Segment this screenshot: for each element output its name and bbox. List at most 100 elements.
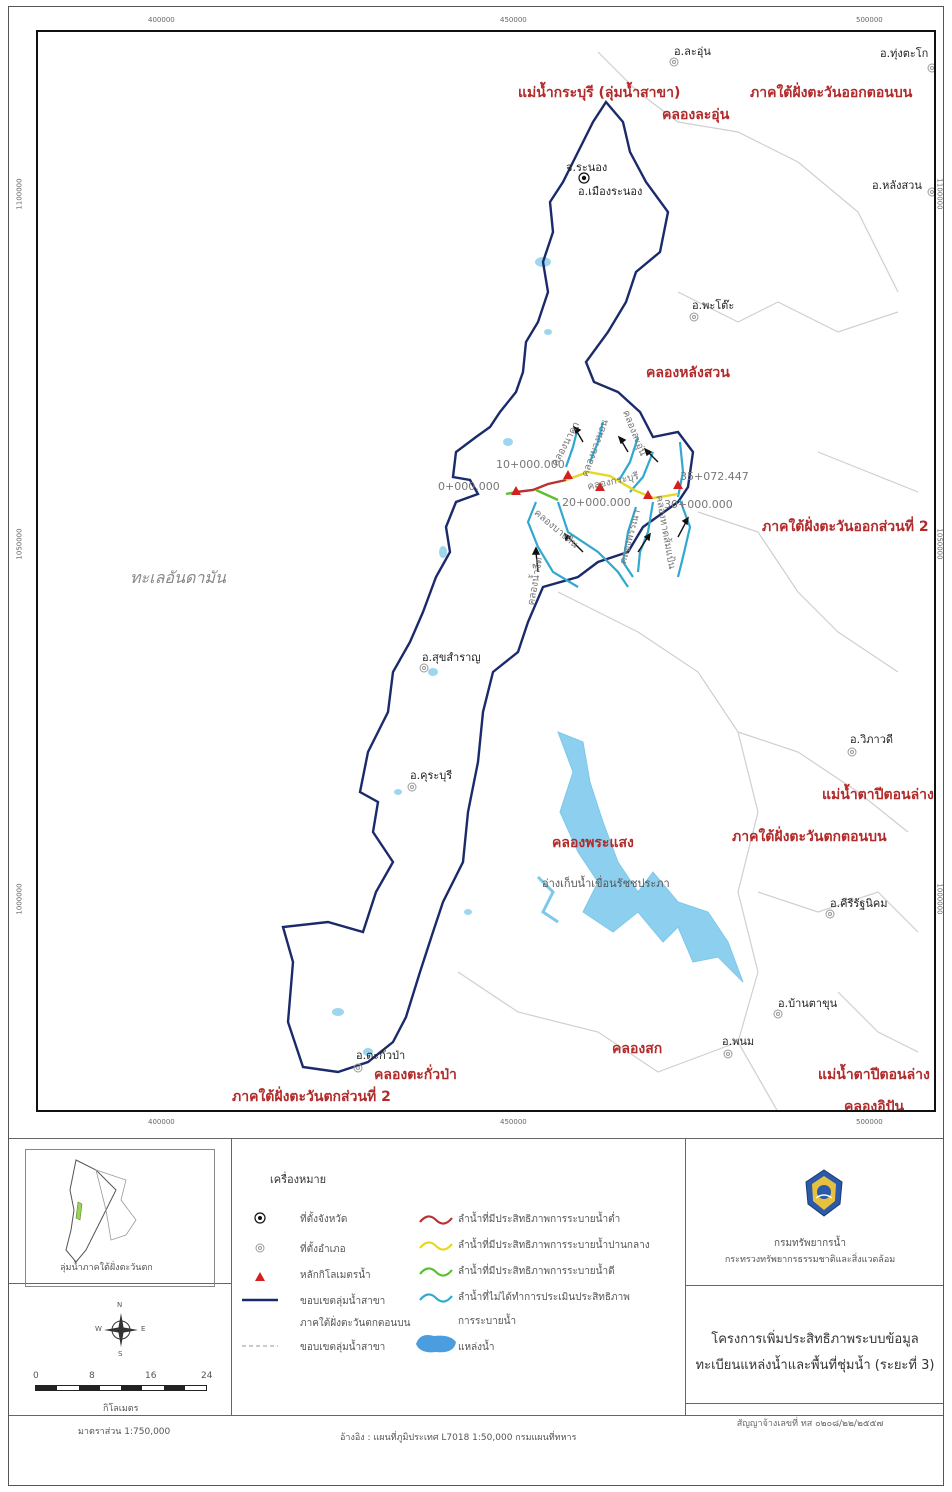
neighbour-boundary-line — [557, 591, 778, 1110]
y-tick-right: 1000000 — [935, 883, 944, 915]
flow-arrow — [677, 521, 687, 538]
stream-mid-efficiency — [565, 470, 679, 500]
km-marker — [643, 490, 653, 499]
map-sheet-frame — [8, 6, 944, 1486]
district-label: อ.หลังสวน — [872, 179, 922, 192]
x-tick-top: 400000 — [148, 16, 175, 24]
north-arrow: N S W E — [95, 1299, 146, 1359]
km-label: 10+000.000 — [496, 458, 565, 471]
agency-emblem-icon — [805, 1169, 843, 1217]
project-title-line1: โครงการเพิ่มประสิทธิภาพระบบข้อมูล — [711, 1332, 919, 1347]
map-legend-panel: ลุ่มน้ำภาคใต้ฝั่งตะวันตก N S W E 0 8 16 … — [9, 1138, 943, 1416]
legend-km-marker: หลักกิโลเมตรน้ำ — [300, 1270, 371, 1281]
km-markers — [511, 470, 683, 499]
district-label: อ.พะโต๊ะ — [692, 299, 735, 312]
map-drawing — [281, 51, 934, 1110]
legend-subbasin-boundary: ขอบเขตลุ่มน้ำสาขา — [300, 1342, 386, 1353]
stream-low-efficiency — [515, 478, 567, 494]
project-title-line2: ทะเบียนแหล่งน้ำและพื้นที่ชุ่มน้ำ (ระยะที… — [695, 1358, 935, 1373]
panel-divider — [231, 1139, 232, 1415]
inset-map[interactable]: ลุ่มน้ำภาคใต้ฝั่งตะวันตก — [25, 1149, 215, 1287]
neighbour-boundaries — [457, 51, 919, 1110]
panel-divider — [685, 1403, 943, 1404]
district-label: อ.วิภาวดี — [850, 733, 894, 746]
basin-label: แม่น้ำกระบุรี (ลุ่มน้ำสาขา) — [518, 85, 681, 101]
stream-line — [564, 426, 580, 468]
neighbour-boundary-line — [597, 51, 899, 293]
x-tick-bottom: 400000 — [148, 1118, 175, 1126]
legend-symbols-left — [242, 1212, 278, 1347]
scale-tick: 0 — [33, 1371, 39, 1381]
streams-unassessed — [526, 421, 692, 588]
y-tick-left: 1100000 — [15, 178, 24, 210]
legend-title: เครื่องหมาย — [270, 1173, 327, 1186]
scale-tick: 8 — [89, 1371, 95, 1381]
district-label: อ.สุขสำราญ — [422, 651, 481, 664]
basin-label: ภาคใต้ฝั่งตะวันตกตอนบน — [732, 829, 887, 845]
y-tick-left: 1050000 — [15, 528, 24, 560]
km-marker — [563, 470, 573, 479]
panel-divider — [685, 1285, 943, 1286]
km-marker — [595, 482, 605, 491]
province-symbol — [578, 172, 590, 184]
x-tick-bottom: 450000 — [500, 1118, 527, 1126]
scale-tick: 16 — [145, 1371, 157, 1381]
district-label: อ.ทุ่งตะโก — [880, 47, 929, 60]
stream-line — [617, 436, 640, 483]
district-label: อ.ละอุ่น — [674, 45, 711, 58]
district-label: อ.บ้านตาขุน — [778, 997, 838, 1010]
compass-w: W — [95, 1325, 102, 1333]
legend-stream-low: ลำน้ำที่มีประสิทธิภาพการระบายน้ำต่ำ — [458, 1214, 621, 1225]
km-marker — [673, 480, 683, 489]
district-label: อ.คุระบุรี — [410, 769, 453, 782]
km-marker — [511, 486, 521, 495]
basin-boundary — [281, 99, 695, 1074]
legend-province: ที่ตั้งจังหวัด — [300, 1214, 348, 1225]
basin-label: คลองอิปัน — [844, 1099, 905, 1112]
neighbour-boundary-line — [457, 971, 739, 1073]
legend-stream-mid: ลำน้ำที่มีประสิทธิภาพการระบายน้ำปานกลาง — [458, 1240, 650, 1251]
flow-arrows — [531, 425, 689, 573]
legend-basin-boundary: ขอบเขตลุ่มน้ำสาขา — [300, 1296, 386, 1307]
sea-label: ทะเลอันดามัน — [130, 568, 226, 587]
scale-unit: กิโลเมตร — [103, 1404, 139, 1414]
district-label: อ.ตะกั่วป่า — [356, 1049, 406, 1062]
district-label: อ.เมืองระนอง — [578, 185, 643, 198]
compass-n: N — [117, 1301, 123, 1309]
basin-label: คลองหลังสวน — [646, 365, 730, 381]
neighbour-boundary-line — [677, 291, 899, 333]
basin-label: ภาคใต้ฝั่งตะวันออกตอนบน — [750, 85, 913, 101]
province-label: จ.ระนอง — [566, 161, 608, 174]
flow-arrow — [637, 536, 649, 553]
scale-tick: 24 — [201, 1371, 213, 1381]
neighbour-boundary-line — [737, 731, 909, 833]
district-symbols — [353, 57, 934, 1073]
panel-divider — [9, 1283, 231, 1284]
legend-stream-unassessed: ลำน้ำที่ไม่ได้ทำการประเมินประสิทธิภาพ — [458, 1292, 630, 1303]
map-canvas[interactable]: แม่น้ำกระบุรี (ลุ่มน้ำสาขา) คลองละอุ่น ภ… — [36, 30, 936, 1112]
compass-icon — [104, 1313, 138, 1347]
legend-basin-name: ภาคใต้ฝั่งตะวันตกตอนบน — [300, 1318, 411, 1329]
neighbour-boundary-line — [757, 891, 919, 933]
reservoir-label: อ่างเก็บน้ำเขื่อนรัชชประภา — [542, 877, 670, 890]
stream-line — [676, 499, 692, 578]
basin-label: ภาคใต้ฝั่งตะวันออกส่วนที่ 2 — [762, 519, 929, 535]
compass-e: E — [141, 1325, 146, 1333]
basin-label: คลองพระแสง — [552, 835, 634, 851]
neighbour-boundary-line — [697, 511, 899, 673]
legend-drainage: การระบายน้ำ — [458, 1316, 517, 1327]
basin-label: คลองละอุ่น — [662, 107, 730, 123]
flow-arrow — [567, 536, 584, 553]
panel-divider — [685, 1139, 686, 1415]
reservoir-arm — [536, 875, 559, 924]
compass-s: S — [118, 1350, 123, 1358]
flow-arrow — [535, 551, 539, 573]
stream-line — [556, 501, 629, 588]
inset-caption: ลุ่มน้ำภาคใต้ฝั่งตะวันตก — [60, 1263, 153, 1273]
map-source: อ้างอิง : แผนที่ภูมิประเทศ L7018 1:50,00… — [340, 1433, 577, 1443]
basin-label: แม่น้ำตาปีตอนล่าง — [818, 1067, 930, 1083]
scale-bar — [35, 1385, 207, 1391]
stream-line — [526, 501, 579, 588]
x-tick-top: 500000 — [856, 16, 883, 24]
district-label: อ.พนม — [722, 1035, 755, 1048]
